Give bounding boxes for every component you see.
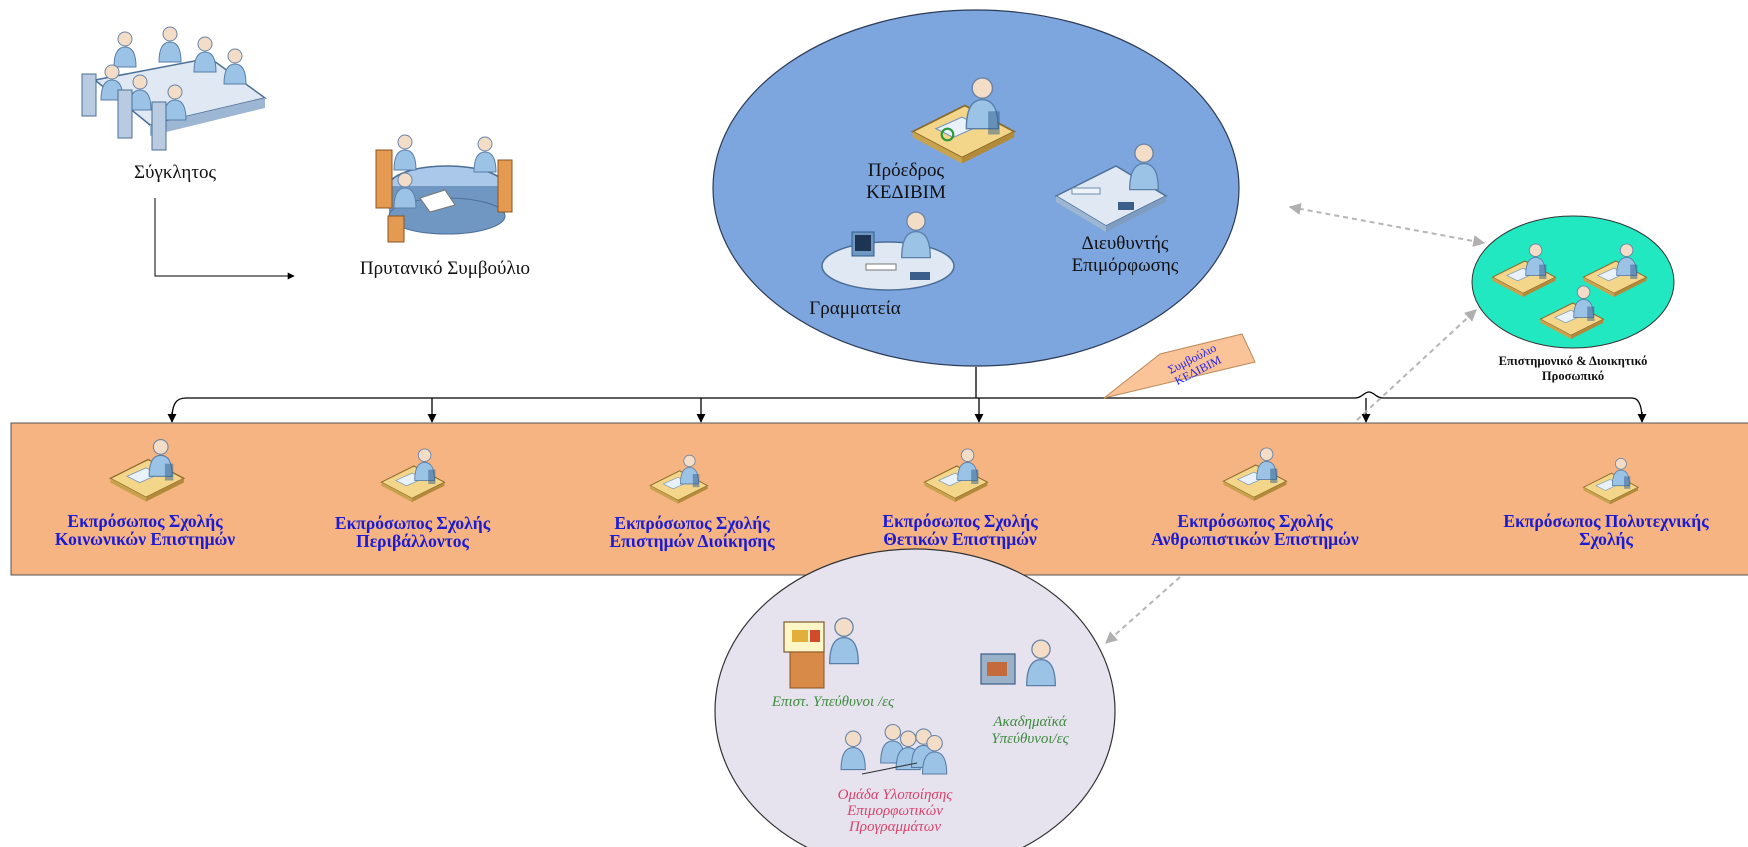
secretariat-label: Γραμματεία [809, 298, 901, 319]
academic-leads-line1: Ακαδημαϊκά [993, 714, 1067, 730]
staff-label-line2: Προσωπικό [1541, 369, 1605, 383]
senate-to-rectorate-connector [154, 198, 295, 280]
president-label: Πρόεδρος ΚΕΔΙΒΙΜ [826, 160, 986, 204]
representative-5: Εκπρόσωπος Σχολής Ανθρωπιστικών Επιστημώ… [1110, 512, 1400, 549]
staff-label: Επιστημονικό & Διοικητικό Προσωπικό [1448, 354, 1698, 384]
director-label-line2: Επιμόρφωσης [1071, 254, 1179, 276]
council-connectors [167, 367, 1647, 423]
representative-3-line1: Εκπρόσωπος Σχολής [614, 513, 770, 533]
senate-label: Σύγκλητος [133, 162, 217, 183]
director-label: Διευθυντής Επιμόρφωσης [1040, 233, 1210, 277]
implementation-team-label: Ομάδα Υλοποίησης Επιμορφωτικών Προγραμμά… [800, 787, 990, 835]
academic-leads-label: Ακαδημαϊκά Υπεύθυνοι/ες [960, 714, 1100, 749]
representative-4-line2: Θετικών Επιστημών [883, 529, 1037, 550]
representative-5-line1: Εκπρόσωπος Σχολής [1177, 511, 1333, 531]
team-label-line1: Ομάδα Υλοποίησης [837, 787, 953, 803]
council-tag-shape [1103, 333, 1256, 399]
director-desk-icon [1054, 143, 1168, 232]
representatives-band [10, 422, 1748, 576]
representative-5-line2: Ανθρωπιστικών Επιστημών [1151, 529, 1359, 550]
president-desk-icon [913, 78, 1015, 164]
academic-leads-line2: Υπεύθυνοι/ες [991, 731, 1069, 748]
staff-label-line1: Επιστημονικό & Διοικητικό [1498, 354, 1648, 368]
presenter-icon [783, 617, 859, 689]
team-label-line2: Επιμορφωτικών [847, 802, 943, 819]
team-label-line3: Προγραμμάτων [848, 818, 942, 835]
round-table-icon [375, 134, 513, 243]
representative-1-line1: Εκπρόσωπος Σχολής [67, 511, 223, 531]
representative-2-line1: Εκπρόσωπος Σχολής [334, 513, 491, 533]
rectorate-label: Πρυτανικό Συμβούλιο [359, 258, 531, 279]
representative-4-line1: Εκπρόσωπος Σχολής [882, 511, 1038, 531]
representative-3: Εκπρόσωπος Σχολής Επιστημών Διοίκησης [562, 514, 822, 551]
secretariat-desk-icon [821, 211, 955, 291]
group-icon [840, 723, 948, 775]
representative-1-line2: Κοινωνικών Επιστημών [54, 529, 236, 550]
president-label-line2: ΚΕΔΙΒΙΜ [866, 181, 946, 203]
representative-2: Εκπρόσωπος Σχολής Περιβάλλοντος [300, 514, 525, 551]
representative-1: Εκπρόσωπος Σχολής Κοινωνικών Επιστημών [20, 512, 270, 549]
director-label-line1: Διευθυντής [1081, 233, 1169, 254]
representative-6: Εκπρόσωπος Πολυτεχνικής Σχολής [1470, 512, 1742, 549]
meeting-table-icon [81, 26, 267, 151]
scientific-leads-label: Επιστ. Υπεύθυνοι /ες [771, 694, 895, 710]
representative-3-line2: Επιστημών Διοίκησης [609, 531, 775, 552]
representative-2-line2: Περιβάλλοντος [356, 531, 469, 552]
representative-4: Εκπρόσωπος Σχολής Θετικών Επιστημών [850, 512, 1070, 549]
representative-6-line2: Σχολής [1579, 529, 1633, 550]
dashed-links [1105, 203, 1486, 644]
board-presenter-icon [980, 639, 1056, 687]
representative-6-line1: Εκπρόσωπος Πολυτεχνικής [1503, 511, 1709, 531]
president-label-line1: Πρόεδρος [867, 160, 945, 181]
